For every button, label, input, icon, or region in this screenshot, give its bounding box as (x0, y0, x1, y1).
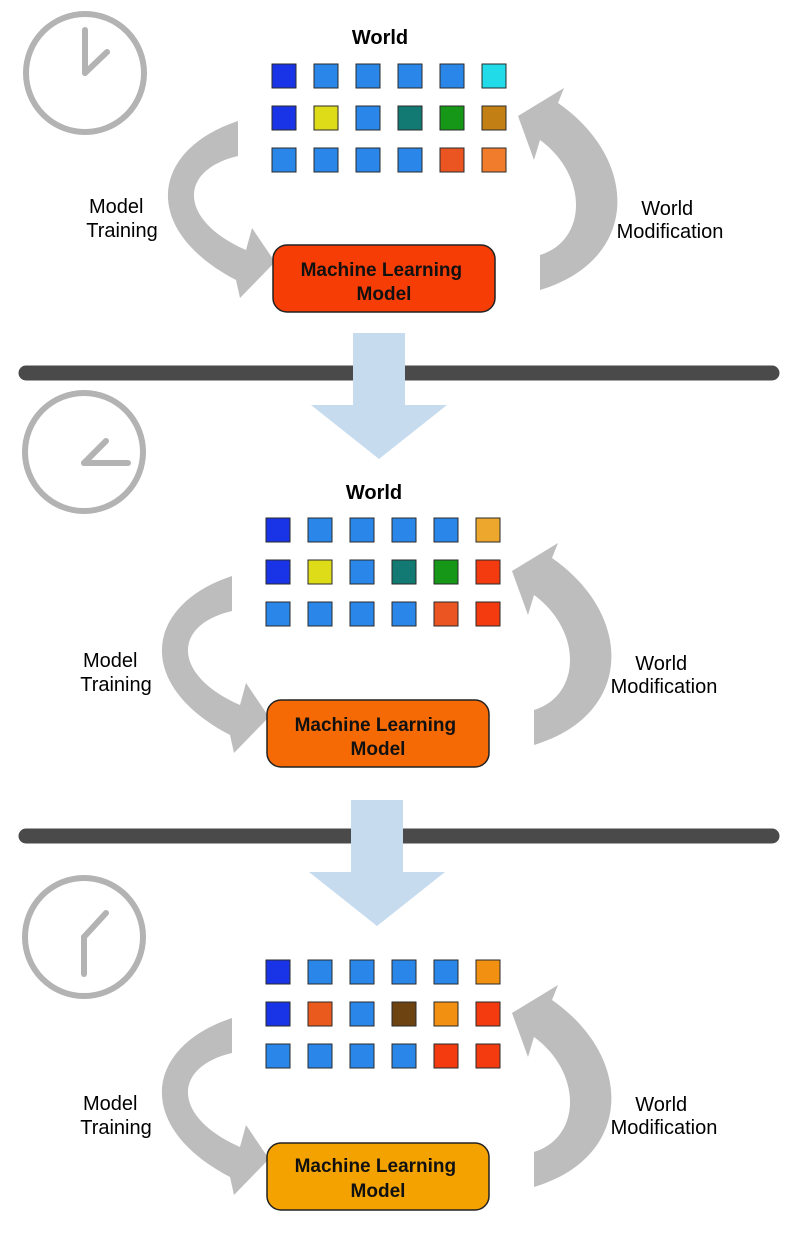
world-cell (307, 517, 333, 543)
world-modification-label: World Modification (611, 653, 718, 698)
world-cell (265, 559, 291, 585)
world-cell (265, 959, 291, 985)
world-cell (391, 601, 417, 627)
model-training-label: Model Training (80, 650, 152, 696)
world-cell (433, 517, 459, 543)
model-training-arrow (161, 576, 269, 753)
world-cell (397, 63, 423, 89)
world-cell (391, 559, 417, 585)
world-cell (439, 105, 465, 131)
model-training-label: Model Training (86, 196, 158, 242)
world-cell (391, 1043, 417, 1069)
world-cell (307, 559, 333, 585)
world-cell (433, 1043, 459, 1069)
clock-icon (22, 390, 146, 514)
world-cell (475, 559, 501, 585)
world-cell (355, 147, 381, 173)
ml-model-label: Machine Learning Model (301, 260, 468, 305)
world-cell (475, 1001, 501, 1027)
world-cell (433, 559, 459, 585)
world-cell (313, 147, 339, 173)
model-training-arrow (167, 121, 275, 298)
world-cell (349, 559, 375, 585)
world-title: World (346, 482, 402, 504)
world-modification-arrow (512, 543, 612, 745)
world-cell (355, 105, 381, 131)
world-grid (265, 517, 501, 627)
world-cell (313, 63, 339, 89)
world-cell (265, 601, 291, 627)
world-modification-arrow (512, 985, 612, 1187)
world-cell (307, 959, 333, 985)
world-cell (307, 1043, 333, 1069)
world-cell (271, 63, 297, 89)
world-cell (355, 63, 381, 89)
world-title: World (352, 27, 408, 49)
world-cell (433, 601, 459, 627)
down-arrow-icon (311, 333, 447, 459)
world-cell (349, 1043, 375, 1069)
panel-3: Model Training World Modification Machin… (22, 875, 718, 1211)
world-modification-label: World Modification (611, 1094, 718, 1139)
world-cell (433, 1001, 459, 1027)
world-cell (349, 601, 375, 627)
world-cell (397, 105, 423, 131)
world-grid (265, 959, 501, 1069)
world-cell (349, 517, 375, 543)
world-cell (307, 1001, 333, 1027)
world-cell (391, 959, 417, 985)
ml-model-label: Machine Learning Model (295, 1156, 462, 1202)
world-cell (391, 1001, 417, 1027)
panel-2: World Model Training World Modification … (22, 390, 718, 768)
world-cell (475, 601, 501, 627)
ml-model-label: Machine Learning Model (295, 715, 462, 760)
world-cell (391, 517, 417, 543)
model-training-label: Model Training (80, 1093, 152, 1139)
world-cell (349, 1001, 375, 1027)
world-cell (475, 1043, 501, 1069)
panel-1: World Model Training World Modification … (23, 11, 724, 313)
world-cell (475, 517, 501, 543)
world-cell (439, 147, 465, 173)
world-cell (265, 517, 291, 543)
ml-model-box (272, 244, 496, 313)
world-cell (271, 105, 297, 131)
world-cell (481, 105, 507, 131)
world-modification-label: World Modification (617, 198, 724, 243)
world-cell (265, 1001, 291, 1027)
world-cell (313, 105, 339, 131)
world-cell (433, 959, 459, 985)
world-cell (475, 959, 501, 985)
ml-model-box (266, 699, 490, 768)
world-cell (439, 63, 465, 89)
world-cell (265, 1043, 291, 1069)
clock-icon (22, 875, 146, 999)
ml-model-box (266, 1142, 490, 1211)
world-cell (271, 147, 297, 173)
world-modification-arrow (518, 88, 618, 290)
down-arrow-icon (309, 800, 445, 926)
world-cell (481, 147, 507, 173)
world-cell (307, 601, 333, 627)
world-cell (481, 63, 507, 89)
world-cell (397, 147, 423, 173)
model-training-arrow (161, 1018, 269, 1195)
world-grid (271, 63, 507, 173)
world-cell (349, 959, 375, 985)
clock-icon (23, 11, 147, 135)
